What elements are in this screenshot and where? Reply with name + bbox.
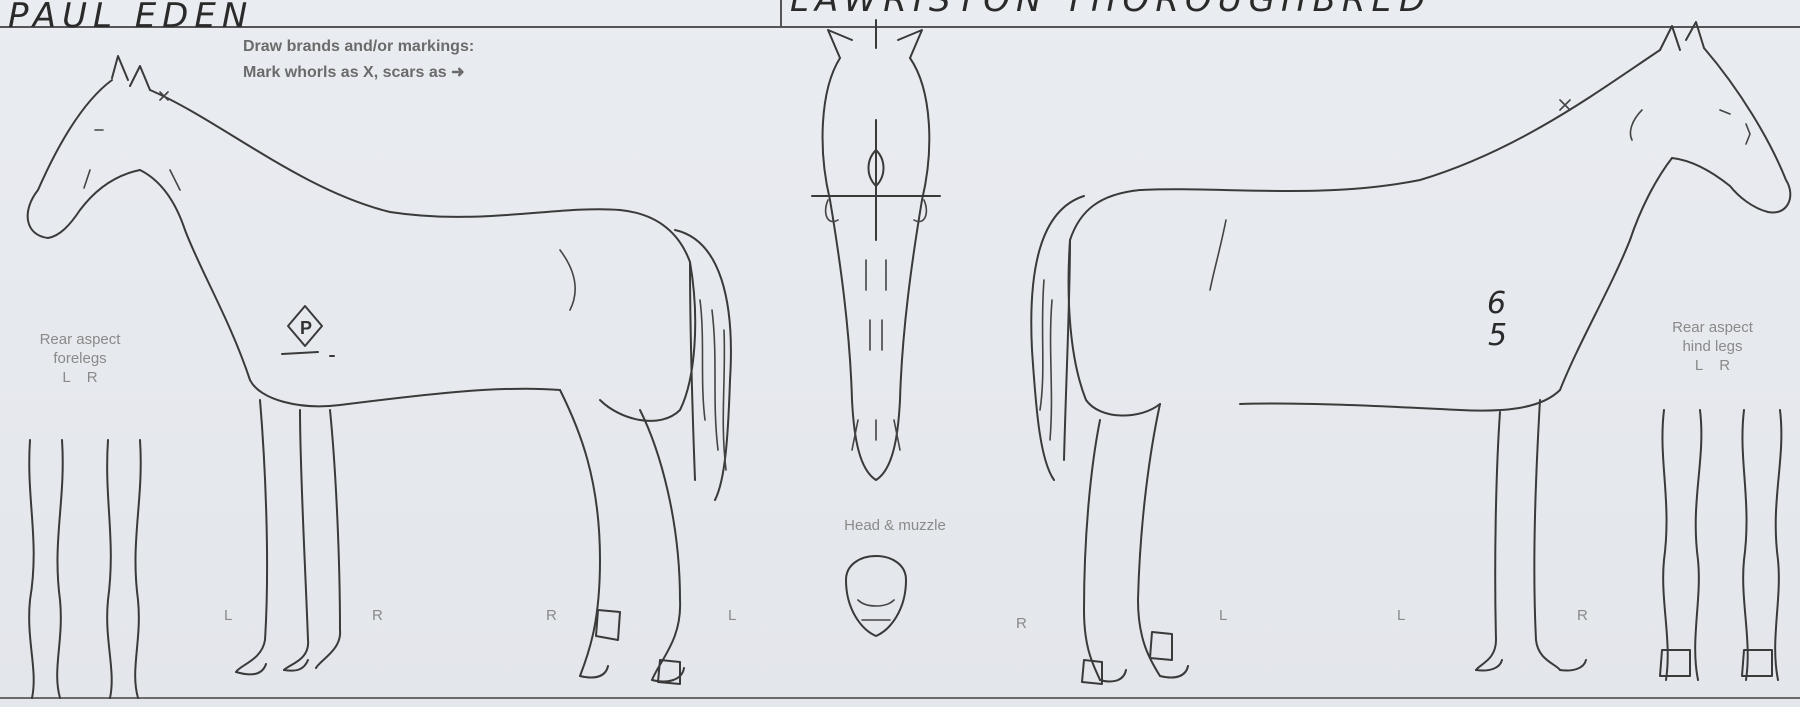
near-side-horse-outline xyxy=(28,56,731,684)
off-side-horse-outline xyxy=(1031,22,1790,684)
rear-hindlegs-diagram xyxy=(1660,410,1781,680)
head-front-view-outline xyxy=(812,20,940,636)
rear-forelegs-diagram xyxy=(29,440,141,698)
